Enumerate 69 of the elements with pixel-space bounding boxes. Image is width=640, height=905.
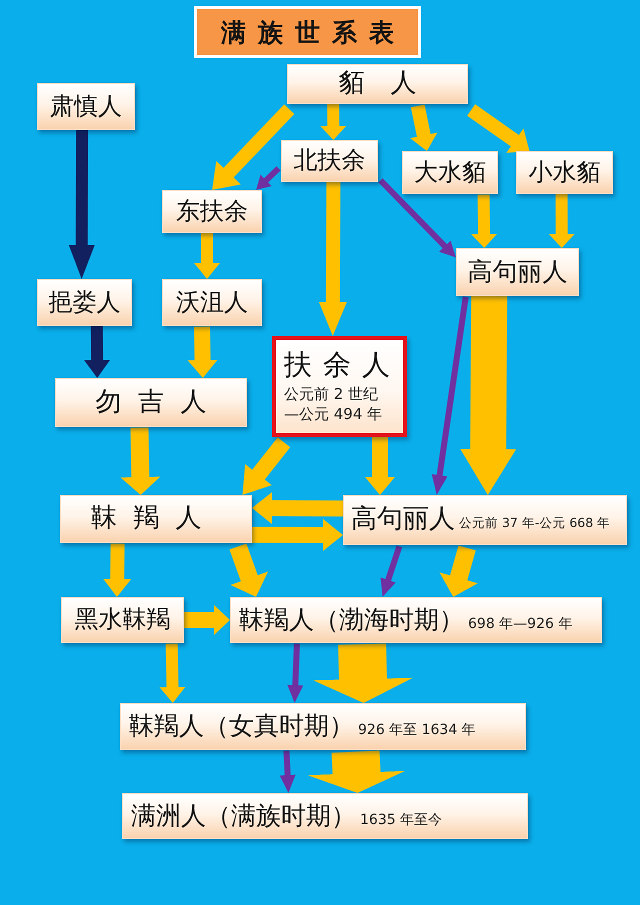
arrow: [120, 428, 160, 495]
arrow: [308, 750, 406, 793]
arrow: [471, 194, 498, 248]
group-box: [281, 140, 378, 182]
arrow: [84, 326, 110, 378]
group-box: [162, 279, 262, 326]
arrow: [68, 130, 95, 280]
group-name: 靺羯人（渤海时期）: [239, 606, 464, 634]
group-box: [456, 248, 579, 296]
arrow: [318, 182, 347, 336]
group-box: [162, 190, 262, 233]
group-box: [402, 151, 498, 194]
group-name: 勿 吉 人: [96, 388, 206, 418]
group-name: 靺 羯 人: [91, 504, 202, 534]
group-box: [37, 83, 135, 130]
group-name: 高句丽人: [351, 505, 455, 535]
group-name: 东扶余: [176, 198, 248, 226]
arrow: [188, 326, 218, 378]
group-box: [37, 279, 132, 326]
group-box: [343, 495, 627, 545]
group-name: 高句丽人: [468, 258, 568, 286]
arrow: [467, 104, 530, 153]
arrow: [320, 104, 346, 140]
date-range: 1635 年至今: [360, 810, 442, 830]
group-name: 黑水靺羯: [74, 606, 170, 634]
group-name: 大水貊: [414, 158, 486, 186]
group-name: 靺羯人（女真时期）: [129, 712, 354, 741]
date-range: 698 年—926 年: [468, 614, 572, 634]
arrow: [252, 492, 344, 524]
group-box: [120, 703, 526, 750]
date-range: 公元前 2 世纪 —公元 494 年: [284, 384, 384, 424]
group-name: 满洲人（满族时期）: [131, 802, 356, 830]
group-box: [60, 495, 252, 543]
group-name: 北扶余: [294, 147, 366, 175]
group-name: 沃沮人: [176, 288, 248, 316]
arrow: [380, 545, 402, 597]
arrow: [280, 750, 296, 793]
arrow: [252, 518, 344, 551]
arrow: [460, 296, 516, 496]
group-name: 扶 余 人: [284, 348, 390, 381]
arrow: [378, 178, 456, 258]
group-name: 小水貊: [528, 158, 600, 186]
arrow: [287, 644, 304, 703]
group-name: 貊 人: [338, 69, 417, 99]
arrow: [439, 545, 478, 597]
arrow: [184, 605, 230, 635]
arrow: [194, 233, 220, 279]
arrow: [229, 543, 268, 597]
highlighted-group-box: [272, 336, 407, 437]
group-box: [230, 597, 602, 643]
diagram-title: 满族世系表: [194, 6, 421, 58]
arrow: [240, 437, 290, 495]
arrow: [212, 104, 294, 190]
group-box: [287, 64, 468, 104]
group-name: 肃慎人: [50, 92, 122, 120]
arrow: [432, 296, 469, 495]
arrow: [160, 644, 186, 703]
group-box: [61, 597, 184, 643]
arrow: [364, 437, 395, 495]
arrow: [410, 104, 438, 151]
group-name: 挹娄人: [48, 288, 120, 316]
arrow: [548, 194, 575, 248]
group-box: [516, 151, 613, 194]
arrow: [103, 543, 132, 597]
group-box: [122, 793, 528, 839]
group-box: [55, 378, 247, 427]
date-range: 926 年至 1634 年: [358, 721, 476, 740]
date-range: 公元前 37 年-公元 668 年: [459, 515, 610, 532]
arrow: [256, 166, 281, 190]
